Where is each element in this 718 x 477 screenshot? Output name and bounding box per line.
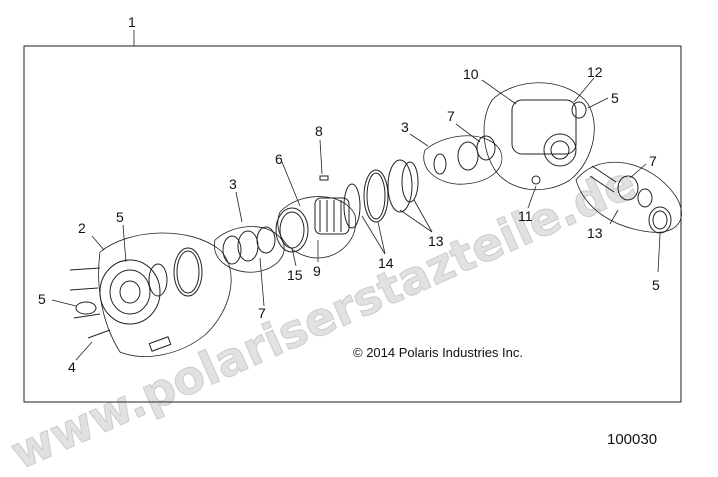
callout-11: 11 — [518, 208, 533, 224]
callout-14: 14 — [378, 255, 394, 271]
callout-10: 10 — [463, 66, 479, 82]
callout-7c: 7 — [649, 153, 657, 169]
callout-1: 1 — [128, 14, 136, 30]
callout-7b: 7 — [258, 305, 266, 321]
copyright-notice: © 2014 Polaris Industries Inc. — [353, 345, 523, 360]
callout-7a: 7 — [447, 108, 455, 124]
diagram-frame — [23, 45, 682, 403]
callout-9: 9 — [313, 263, 321, 279]
part-pinion-shaft — [575, 161, 682, 234]
leader-lines — [51, 77, 661, 361]
callout-5b: 5 — [38, 291, 46, 307]
callout-6: 6 — [275, 151, 283, 167]
callout-15: 15 — [287, 267, 303, 283]
kit-outline-3b — [423, 135, 503, 185]
callout-12: 12 — [587, 64, 603, 80]
callout-5c: 5 — [611, 90, 619, 106]
kit-outline-9 — [277, 196, 357, 259]
callout-13a: 13 — [428, 233, 444, 249]
part-bearing-middle — [423, 135, 503, 185]
callout-3b: 3 — [401, 119, 409, 135]
part-bearing-left — [213, 226, 285, 273]
callout-labels: 1 2 3 3 3 4 5 5 5 5 6 7 7 7 8 9 10 11 12… — [38, 14, 660, 375]
callout-13b: 13 — [587, 225, 603, 241]
part-ring-gear — [343, 159, 419, 229]
callout-2: 2 — [78, 220, 86, 236]
callout-3a: 3 — [229, 176, 237, 192]
watermark-text: www.polariserstazteile.de — [3, 155, 644, 477]
part-cover-assembly — [69, 232, 232, 357]
part-sprag-clutch — [275, 175, 357, 259]
kit-outline-10 — [483, 82, 595, 191]
callout-5a: 5 — [116, 209, 124, 225]
kit-outline-3 — [213, 226, 285, 273]
kit-outline-13 — [575, 161, 682, 233]
callout-4: 4 — [68, 359, 76, 375]
part-housing — [483, 82, 595, 191]
diagram-part-number: 100030 — [607, 431, 657, 448]
kit-outline-2 — [98, 232, 232, 357]
callout-5d: 5 — [652, 277, 660, 293]
callout-8: 8 — [315, 123, 323, 139]
